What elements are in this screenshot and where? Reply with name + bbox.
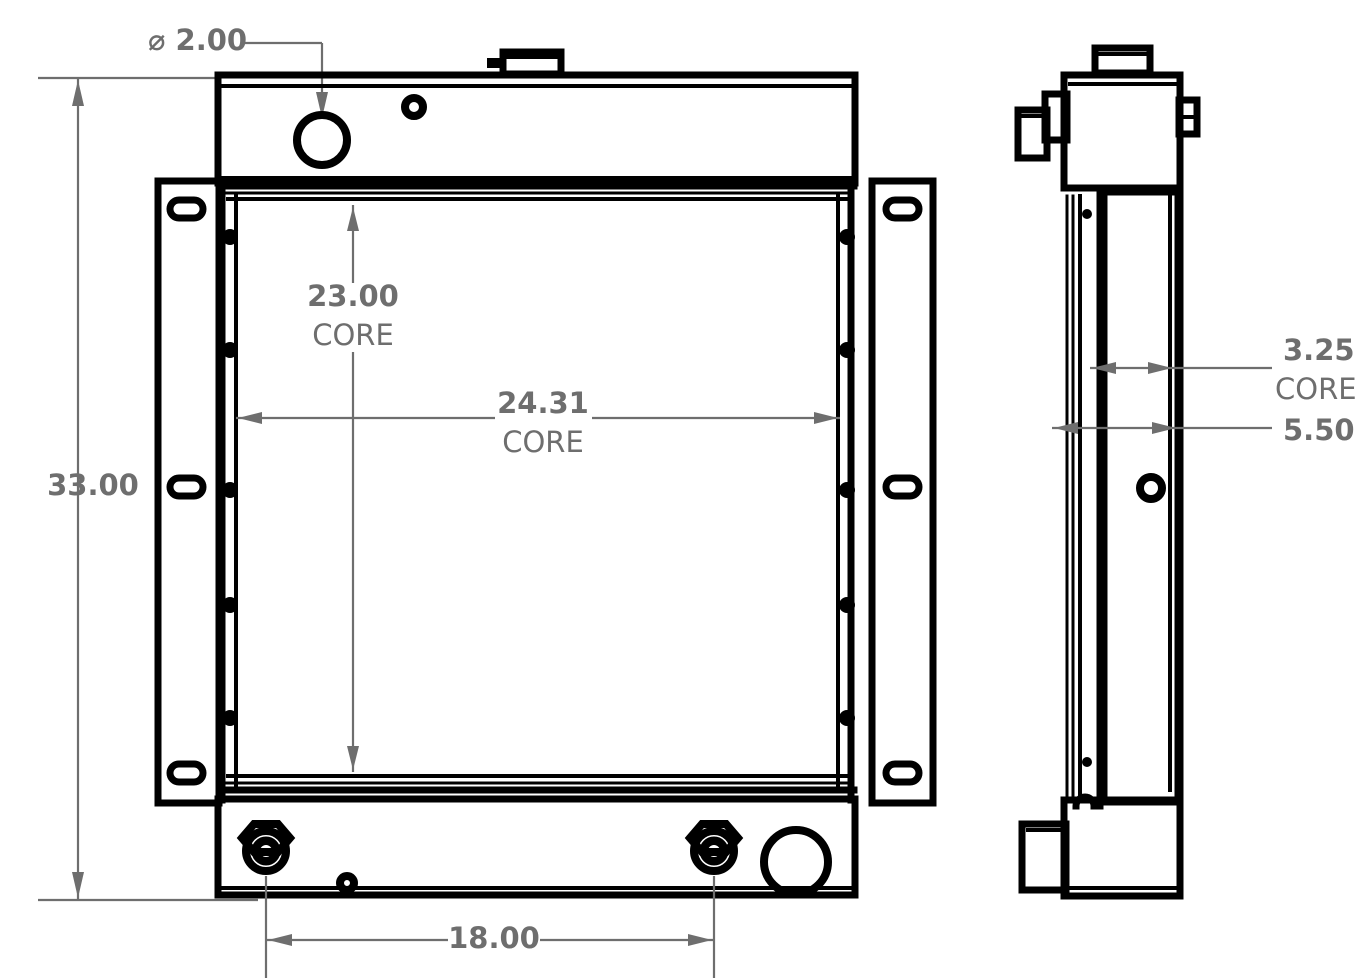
side-inlet-port <box>1014 90 1071 162</box>
side-top-tank <box>1014 44 1201 192</box>
diameter-callout-leader <box>245 41 328 118</box>
dimension-text-layer: ⌀ 2.00 33.00 23.00 CORE 24.31 CORE 3.25 … <box>47 23 1356 955</box>
overall-depth-dimension-group <box>1052 422 1272 434</box>
side-fastener <box>1136 473 1166 503</box>
side-right-fitting <box>1175 96 1201 138</box>
hex-fitting-right <box>684 820 744 875</box>
filler-neck <box>487 48 565 78</box>
inlet-hole <box>293 111 351 169</box>
side-bottom-tank <box>1018 793 1184 900</box>
core-height-dimension-label: CORE <box>312 318 394 352</box>
side-outlet-stub <box>1018 820 1070 894</box>
side-view <box>1014 44 1201 900</box>
core-width-dimension-group <box>236 412 840 424</box>
core-width-dimension-label: CORE <box>502 425 584 459</box>
core-width-dimension-value: 24.31 <box>497 386 589 420</box>
core-depth-dimension-group <box>1090 362 1272 374</box>
outlet-circle <box>760 826 832 898</box>
core-height-dimension-value: 23.00 <box>307 279 399 313</box>
top-tank <box>214 48 859 187</box>
side-filler-neck <box>1091 44 1154 77</box>
port-spacing-dimension-text: 18.00 <box>448 921 540 955</box>
radiator-core <box>215 179 858 804</box>
small-hole <box>401 94 427 120</box>
overall-height-dimension-text: 33.00 <box>47 468 139 502</box>
core-height-dimension-group <box>347 205 359 772</box>
bottom-tank <box>214 795 859 899</box>
hex-fitting-left <box>236 820 296 875</box>
drain-hole <box>336 872 358 894</box>
mounting-bracket-left <box>154 177 223 807</box>
core-depth-dimension-value: 3.25 <box>1283 333 1355 367</box>
diameter-callout-text: ⌀ 2.00 <box>148 23 247 57</box>
side-core <box>1065 184 1184 810</box>
core-depth-dimension-label: CORE <box>1275 372 1357 406</box>
mounting-bracket-right <box>868 177 937 807</box>
overall-depth-dimension-text: 5.50 <box>1283 413 1355 447</box>
front-view <box>154 48 937 899</box>
port-spacing-dimension-group <box>264 876 716 978</box>
overall-height-dimension-group <box>38 76 258 902</box>
